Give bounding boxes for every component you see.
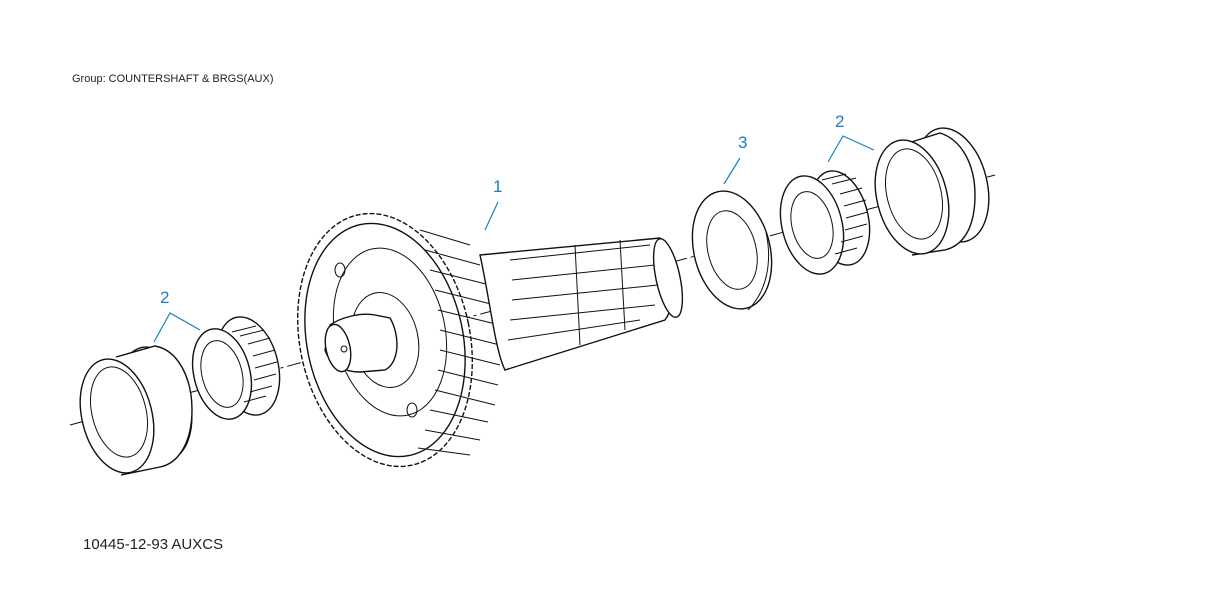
- leader-item-1: [484, 201, 499, 231]
- left-bearing-cone: [191, 316, 281, 420]
- left-bearing-cup: [79, 345, 193, 476]
- group-label: Group: COUNTERSHAFT & BRGS(AUX): [72, 73, 274, 85]
- right-bearing-cone: [779, 170, 871, 275]
- splined-shaft: [479, 237, 684, 371]
- leader-item-2-left: [153, 312, 201, 343]
- right-bearing-cup: [874, 127, 990, 256]
- callout-item-2-right: 2: [835, 112, 844, 131]
- countershaft-gear: [297, 212, 501, 468]
- figure-code: 10445-12-93 AUXCS: [83, 536, 224, 553]
- thrust-washer: [691, 190, 773, 311]
- leader-item-3: [723, 157, 741, 185]
- callout-item-2-left: 2: [160, 288, 169, 307]
- callout-item-1: 1: [493, 177, 502, 196]
- callout-item-3: 3: [738, 133, 747, 152]
- leader-item-2-right: [827, 135, 875, 163]
